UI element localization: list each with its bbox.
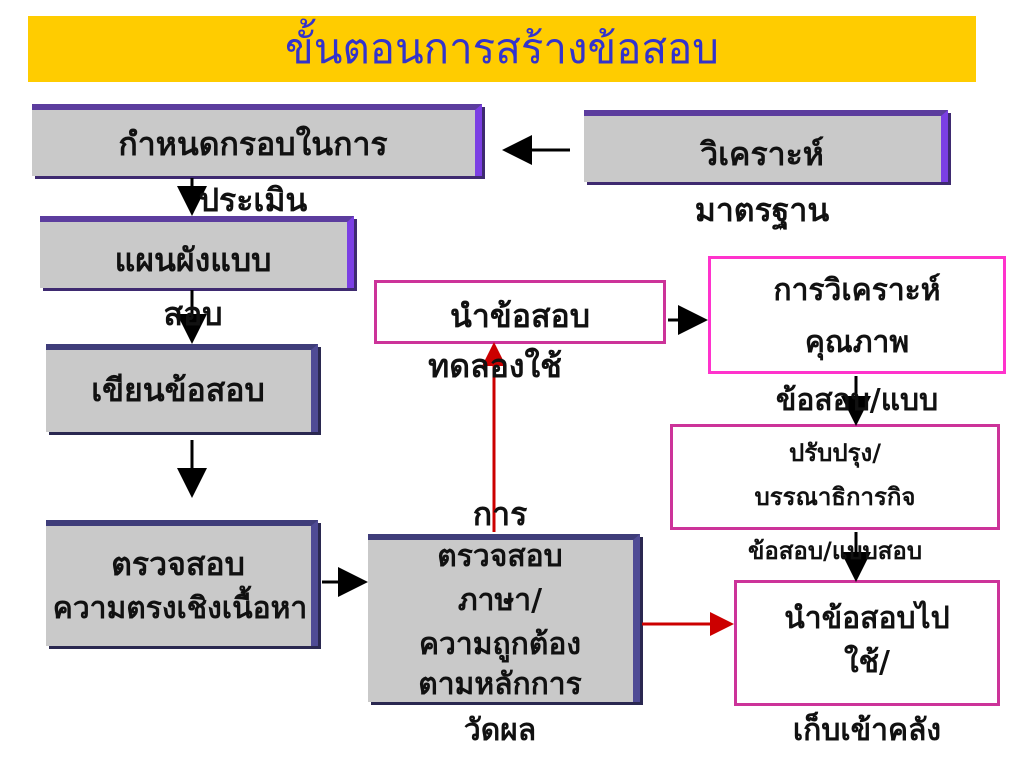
box-define-framework xyxy=(32,104,482,176)
step-tryout-line2: ทดลองใช้ xyxy=(428,347,562,385)
step-analyze-standards-line2: มาตรฐาน xyxy=(694,191,830,229)
box-content-validity xyxy=(46,520,318,646)
step-quality-analysis-line1: การวิเคราะห์ xyxy=(773,273,941,308)
step-language-check-line1: การ xyxy=(472,495,528,533)
step-deploy-line2: ใช้/ xyxy=(844,645,890,680)
step-tryout-line1: นำข้อสอบ xyxy=(450,297,590,335)
step-language-check-line3: ภาษา/ xyxy=(457,583,543,618)
step-language-check-line2: ตรวจสอบ xyxy=(437,539,563,574)
box-language-check xyxy=(368,534,640,702)
step-blueprint-line1: แผนผังแบบ xyxy=(114,241,272,279)
step-deploy-line3: เก็บเข้าคลัง xyxy=(792,713,942,748)
box-deploy xyxy=(734,580,1000,706)
box-blueprint xyxy=(40,216,354,288)
step-revise-line1: ปรับปรุง/ xyxy=(789,439,881,467)
step-define-framework-line2: ประเมิน xyxy=(198,181,308,219)
box-revise xyxy=(670,424,1000,530)
step-revise-line2: บรรณาธิการกิจ xyxy=(754,483,916,511)
step-analyze-standards-line1: วิเคราะห์ xyxy=(700,135,824,173)
title-bar: ขั้นตอนการสร้างข้อสอบ xyxy=(28,16,976,82)
step-blueprint-line2: สอบ xyxy=(163,295,223,333)
box-quality-analysis xyxy=(708,256,1006,374)
step-content-validity-line2: ความตรงเชิงเนื้อหา xyxy=(52,591,308,626)
step-language-check-line6: วัดผล xyxy=(463,713,537,748)
step-language-check-line5: ตามหลักการ xyxy=(418,667,582,702)
step-define-framework-line1: กำหนดกรอบในการ xyxy=(118,125,388,163)
step-write-items: เขียนข้อสอบ xyxy=(91,371,265,409)
step-language-check-line4: ความถูกต้อง xyxy=(418,627,581,662)
box-analyze-standards xyxy=(584,110,948,182)
step-quality-analysis-line2: คุณภาพ xyxy=(804,325,910,360)
page-title: ขั้นตอนการสร้างข้อสอบ xyxy=(285,24,719,73)
box-tryout xyxy=(374,280,666,344)
step-quality-analysis-line3: ข้อสอบ/แบบ xyxy=(775,383,939,418)
step-deploy-line1: นำข้อสอบไป xyxy=(784,601,950,636)
step-content-validity-line1: ตรวจสอบ xyxy=(111,545,245,583)
box-write-items xyxy=(46,344,318,432)
step-revise-line3: ข้อสอบ/แบบสอบ xyxy=(747,537,923,565)
